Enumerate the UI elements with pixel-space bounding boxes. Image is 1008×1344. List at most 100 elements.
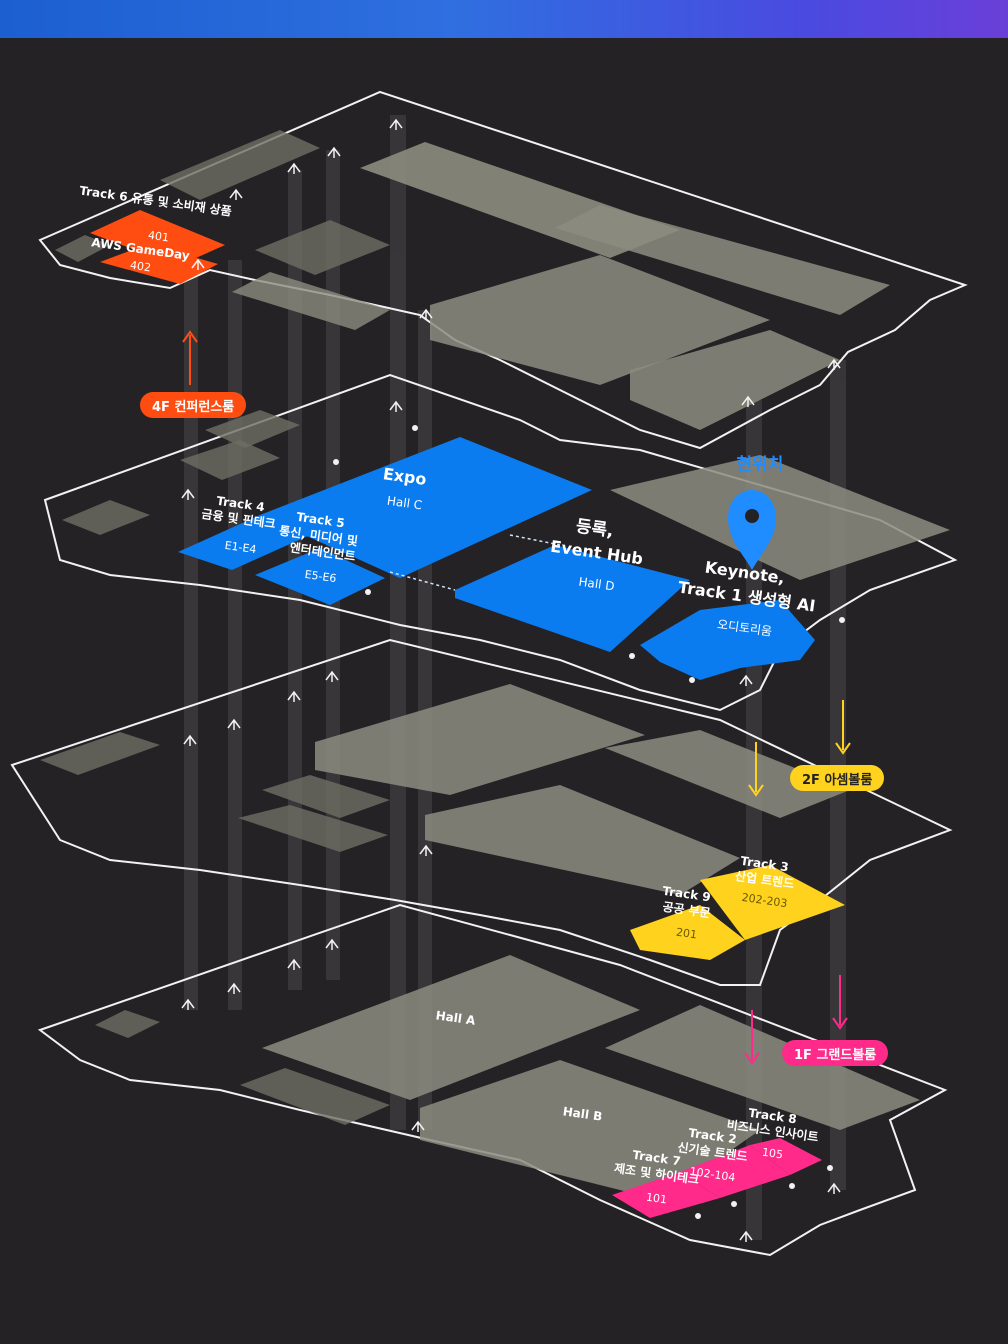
room: [610, 455, 950, 580]
dashed-connector: [389, 571, 456, 591]
room: [262, 955, 640, 1100]
floor-1f-outline: [37, 903, 948, 1257]
track5-room[interactable]: [255, 548, 385, 605]
restroom-icon: [789, 1183, 795, 1189]
escalator-icon: [325, 938, 339, 950]
shaft: [228, 260, 242, 1010]
arrow-down-1f-head: [832, 1017, 848, 1030]
room: [62, 500, 150, 535]
track7-room[interactable]: [612, 1172, 720, 1218]
escalator-icons: [181, 118, 841, 1242]
escalator-icon: [325, 670, 339, 682]
track9-room[interactable]: [630, 905, 745, 960]
track6-number: 401: [147, 229, 170, 245]
track8-number: 105: [761, 1146, 784, 1162]
room: [205, 410, 300, 448]
escalator-icon: [287, 162, 301, 174]
room: [160, 130, 320, 200]
escalator-icon: [827, 358, 841, 370]
registration-hall-d[interactable]: [455, 545, 690, 652]
track9-number: 201: [675, 926, 698, 942]
escalator-icon: [287, 690, 301, 702]
escalator-icon: [183, 734, 197, 746]
room: [240, 1068, 390, 1125]
track7-title: Track 7: [632, 1148, 682, 1169]
floor-3f-outline: [43, 373, 958, 712]
escalator-icon: [191, 258, 205, 270]
restroom-icon: [839, 617, 845, 623]
restroom-icon: [629, 653, 635, 659]
keynote-auditorium[interactable]: [640, 600, 815, 680]
aws-gameday-number: 402: [129, 259, 152, 275]
floor-4f: Track 6 유통 및 소비재 상품 401 AWS GameDay 402: [38, 90, 968, 450]
arrow-down-1f-head: [744, 1052, 760, 1065]
track9-subtitle: 공공 부문: [662, 900, 712, 921]
restroom-icons: [333, 425, 845, 1219]
escalator-icon: [287, 958, 301, 970]
track4-title: Track 4: [216, 494, 266, 515]
floor-2f: Track 3 산업 트렌드 202-203 Track 9 공공 부문 201: [10, 638, 953, 986]
escalator-icon: [827, 1182, 841, 1194]
escalator-icon: [739, 674, 753, 686]
track3-room[interactable]: [700, 865, 845, 940]
track7-number: 101: [645, 1191, 668, 1207]
location-pin-icon: [728, 490, 776, 570]
room: [555, 205, 890, 315]
track5-title: Track 5: [296, 510, 346, 531]
arrow-up-4f-head: [182, 330, 198, 343]
floor-2f-outline: [10, 638, 953, 986]
restroom-icon: [827, 1165, 833, 1171]
restroom-icon: [695, 1213, 701, 1219]
aws-gameday-room[interactable]: [100, 244, 218, 284]
restroom-icon: [333, 459, 339, 465]
track6-room[interactable]: [90, 210, 225, 266]
hall-b-label: Hall B: [562, 1104, 603, 1123]
track9-title: Track 9: [662, 884, 712, 905]
escalator-icon: [419, 844, 433, 856]
track4-room[interactable]: [178, 515, 310, 570]
track3-title: Track 3: [740, 854, 790, 875]
track4-number: E1-E4: [224, 539, 257, 556]
room: [315, 684, 645, 795]
track8-title: Track 8: [748, 1106, 798, 1127]
floor-3f: Expo Hall C Track 4 금융 및 핀테크 E1-E4 Track…: [43, 373, 958, 712]
location-pin-dot: [745, 509, 759, 523]
room: [425, 785, 740, 895]
escalator-icon: [419, 308, 433, 320]
floor-4f-pill[interactable]: 4F 컨퍼런스룸: [140, 392, 247, 418]
escalator-icon: [181, 488, 195, 500]
track2-room[interactable]: [680, 1145, 790, 1198]
escalator-icon: [181, 998, 195, 1010]
floor-1f-pill[interactable]: 1F 그랜드볼룸: [782, 1040, 889, 1066]
dashed-connector: [509, 534, 561, 546]
track8-room[interactable]: [750, 1138, 822, 1175]
floor-2f-pill[interactable]: 2F 아셈볼룸: [790, 765, 885, 791]
escalator-icon: [411, 1120, 425, 1132]
escalator-icon: [229, 188, 243, 200]
room: [238, 805, 388, 852]
room: [630, 330, 840, 430]
hall-a-label: Hall A: [435, 1008, 477, 1028]
you-are-here-label: 현위치: [737, 455, 784, 475]
room: [180, 440, 280, 480]
room: [95, 1010, 160, 1038]
track2-number: 102-104: [689, 1165, 736, 1184]
escalator-icon: [389, 118, 403, 130]
room: [255, 220, 390, 275]
room: [420, 1060, 760, 1200]
room: [262, 775, 390, 818]
arrow-down-2f-head: [835, 742, 851, 755]
escalator-icon: [739, 1230, 753, 1242]
escalator-icon: [327, 146, 341, 158]
shaft: [184, 270, 198, 1010]
escalator-icon: [227, 982, 241, 994]
room: [232, 272, 390, 330]
restroom-icon: [689, 677, 695, 683]
expo-hall-c[interactable]: [260, 437, 592, 578]
escalator-icon: [741, 395, 755, 407]
floor-2f-pill-label: 2F 아셈볼룸: [802, 772, 873, 788]
escalator-icon: [227, 718, 241, 730]
restroom-icon: [365, 589, 371, 595]
registration-hall: Hall D: [578, 575, 616, 594]
